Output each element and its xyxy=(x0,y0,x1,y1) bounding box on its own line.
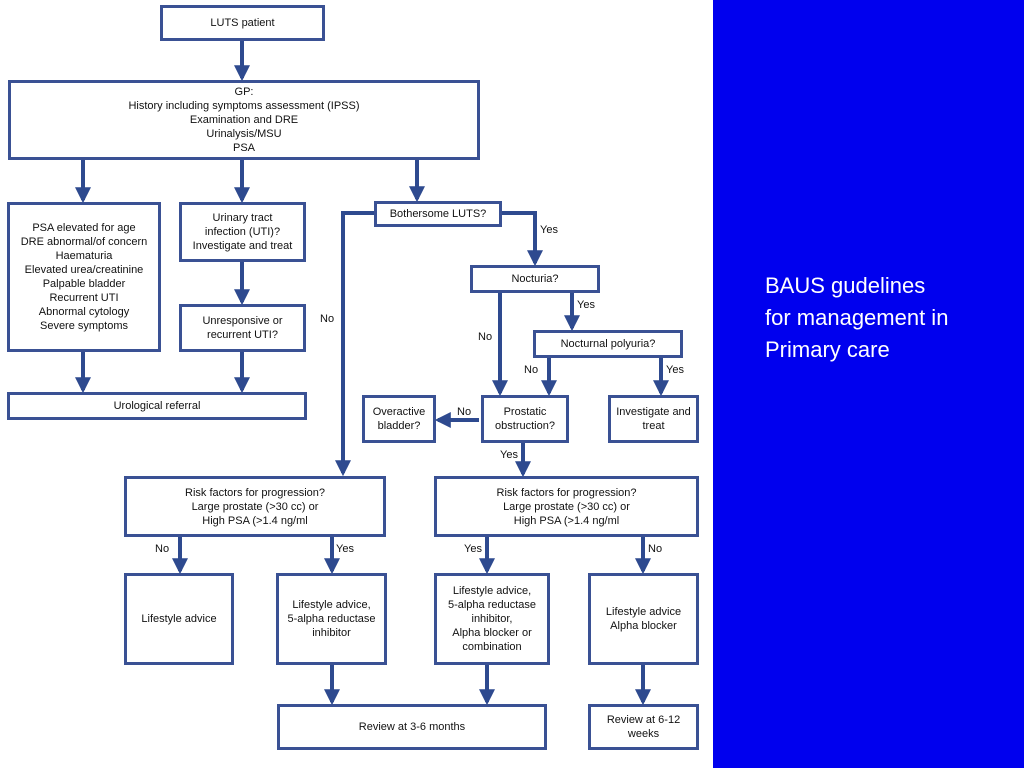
node-psa-elevated: PSA elevated for age DRE abnormal/of con… xyxy=(7,202,161,352)
edge-label-yes-risk-left: Yes xyxy=(336,543,354,555)
node-label: Prostatic obstruction? xyxy=(495,406,555,432)
node-luts-patient: LUTS patient xyxy=(160,5,325,41)
node-lifestyle-advice: Lifestyle advice xyxy=(124,573,234,665)
node-bothersome-luts: Bothersome LUTS? xyxy=(374,201,502,227)
node-nocturnal-polyuria: Nocturnal polyuria? xyxy=(533,330,683,358)
slide-caption: BAUS gudelines for management in Primary… xyxy=(765,273,949,362)
node-label: Overactive bladder? xyxy=(372,406,426,432)
node-review-3-6-months: Review at 3-6 months xyxy=(277,704,547,750)
edge-label-no-risk-left: No xyxy=(155,543,170,555)
edge-label-yes-nocturia: Yes xyxy=(577,299,595,311)
edge-label-yes-bothersome: Yes xyxy=(540,224,558,236)
node-unresponsive: Unresponsive or recurrent UTI? xyxy=(179,304,306,352)
node-uti: Urinary tract infection (UTI)? Investiga… xyxy=(179,202,306,262)
node-label: Risk factors for progression? Large pros… xyxy=(496,486,637,527)
node-prostatic-obstruction: Prostatic obstruction? xyxy=(481,395,569,443)
node-review-6-12-weeks: Review at 6-12 weeks xyxy=(588,704,699,750)
edge-label-no-risk-right: No xyxy=(648,543,663,555)
node-overactive-bladder: Overactive bladder? xyxy=(362,395,436,443)
edge-label-no-prostatic: No xyxy=(457,406,472,418)
flowchart-arrows xyxy=(75,40,669,706)
node-label: Review at 6-12 weeks xyxy=(606,714,681,740)
node-label: Bothersome LUTS? xyxy=(389,208,487,220)
node-label: GP: History including symptoms assessmen… xyxy=(128,86,360,154)
node-nocturia: Nocturia? xyxy=(470,265,600,293)
node-label: Urinary tract infection (UTI)? Investiga… xyxy=(192,212,293,252)
node-label: PSA elevated for age DRE abnormal/of con… xyxy=(20,222,148,332)
node-lifestyle-combination: Lifestyle advice, 5-alpha reductase inhi… xyxy=(434,573,550,665)
node-risk-factors-left: Risk factors for progression? Large pros… xyxy=(124,476,386,537)
node-risk-factors-right: Risk factors for progression? Large pros… xyxy=(434,476,699,537)
edge-label-no-nocturia: No xyxy=(478,331,493,343)
edge-bothersome-nocturia xyxy=(500,211,543,267)
node-label: Nocturia? xyxy=(511,273,559,285)
node-label: Lifestyle advice xyxy=(141,613,217,625)
node-label: Unresponsive or recurrent UTI? xyxy=(202,315,283,341)
node-label: Lifestyle advice, 5-alpha reductase inhi… xyxy=(447,585,537,653)
node-label: Nocturnal polyuria? xyxy=(560,338,656,350)
flowchart-panel: LUTS patient GP: History including sympt… xyxy=(0,0,713,768)
edge-label-no-polyuria: No xyxy=(524,364,539,376)
edge-label-yes-polyuria: Yes xyxy=(666,364,684,376)
node-investigate-treat: Investigate and treat xyxy=(608,395,699,443)
node-label: Lifestyle advice Alpha blocker xyxy=(605,606,682,632)
node-label: Investigate and treat xyxy=(616,406,691,432)
edge-bothersome-no xyxy=(335,211,376,477)
node-label: LUTS patient xyxy=(210,17,275,29)
node-label: Risk factors for progression? Large pros… xyxy=(185,486,325,527)
edge-label-no-bothersome: No xyxy=(320,313,335,325)
node-lifestyle-alpha-blocker: Lifestyle advice Alpha blocker xyxy=(588,573,699,665)
edge-label-yes-risk-right: Yes xyxy=(464,543,482,555)
node-label: Urological referral xyxy=(113,400,201,412)
node-urological-referral: Urological referral xyxy=(7,392,307,420)
node-label: Lifestyle advice, 5-alpha reductase inhi… xyxy=(287,599,376,639)
node-label: Review at 3-6 months xyxy=(358,721,466,733)
node-lifestyle-5ari: Lifestyle advice, 5-alpha reductase inhi… xyxy=(276,573,387,665)
node-gp: GP: History including symptoms assessmen… xyxy=(8,80,480,160)
edge-label-yes-prostatic: Yes xyxy=(500,449,518,461)
